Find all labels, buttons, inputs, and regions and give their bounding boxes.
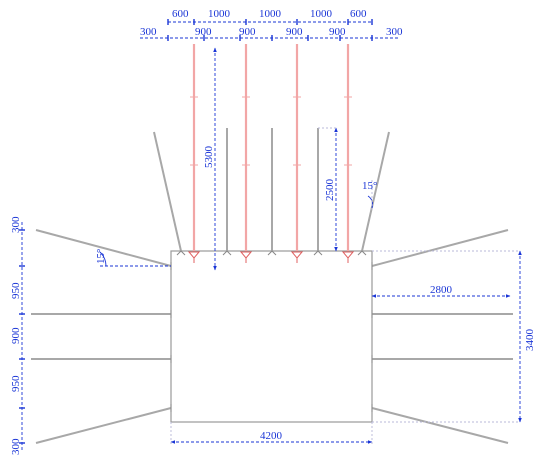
anchor-head [290,251,304,263]
bolt-plate [176,250,186,256]
dim-left-900: 900 [10,327,22,344]
dim-anchor-length: 5300 [203,146,215,169]
roof-bolt-plates [176,250,367,256]
dim-height: 3400 [524,329,536,352]
dim-300-left: 300 [140,26,157,38]
dim-right-bolt-length: 2800 [430,284,453,296]
anchor-head [341,251,355,263]
right-lower-angled-bolt [371,407,509,444]
dim-left-950-bottom: 950 [10,375,22,392]
anchor-head [187,251,201,263]
dim-900-a: 900 [195,26,212,38]
dimension-lines [19,19,522,452]
dim-width: 4200 [260,430,283,442]
dim-top-1000-c: 1000 [310,8,333,20]
left-rib-bolts [31,229,172,444]
dim-left-300-top: 300 [10,216,22,233]
bolt-plate [313,250,323,256]
roof-right-angled-bolt [361,131,390,252]
dim-roof-angle: 15° [362,180,377,192]
dim-bolt-length: 2500 [324,179,336,202]
dim-900-c: 900 [286,26,303,38]
dim-left-950-top: 950 [10,282,22,299]
rib-bolt-plates [170,262,373,412]
dim-top-600-right: 600 [350,8,367,20]
dim-900-b: 900 [239,26,256,38]
left-lower-angled-bolt [35,407,172,444]
left-upper-angled-bolt [35,229,172,267]
dim-top-1000-b: 1000 [259,8,282,20]
dim-300-right: 300 [386,26,403,38]
bolt-plate [222,250,232,256]
right-upper-angled-bolt [371,229,509,267]
dimension-labels: 600 1000 1000 1000 600 300 900 900 900 9… [10,8,536,455]
dim-900-d: 900 [329,26,346,38]
dim-left-300-bottom: 300 [10,438,22,455]
roof-bolts [153,128,390,252]
anchor-cables [187,44,355,263]
bolt-plate [357,250,367,256]
dim-top-1000-a: 1000 [208,8,231,20]
anchor-head [239,251,253,263]
roadway-section-outline [170,250,373,423]
dim-top-600-left: 600 [172,8,189,20]
bolt-plate [267,250,277,256]
roof-left-angled-bolt [153,131,182,252]
dim-rib-angle: 15° [95,249,107,264]
right-rib-bolts [371,229,513,444]
